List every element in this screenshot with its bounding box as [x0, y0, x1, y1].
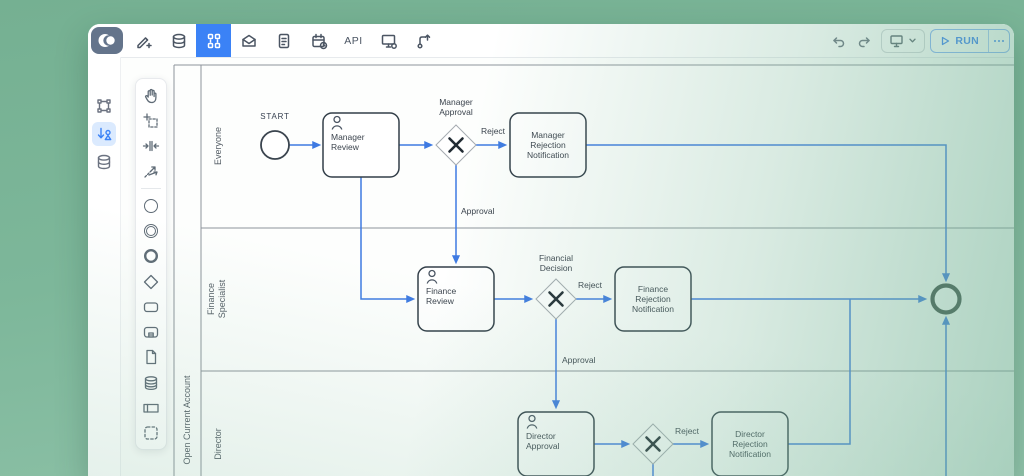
tab-workflow[interactable] — [196, 24, 231, 57]
create-subprocess[interactable] — [140, 323, 162, 342]
run-split-button: RUN — [930, 28, 1010, 53]
more-options-icon — [994, 39, 1004, 42]
intermediate-event-icon — [144, 224, 158, 239]
gateway-icon — [143, 274, 159, 289]
undo-button[interactable] — [827, 30, 849, 52]
end-event[interactable] — [930, 283, 962, 315]
pool-lanes — [173, 64, 1014, 476]
run-button[interactable]: RUN — [931, 30, 988, 52]
undo-icon — [833, 36, 845, 47]
lane-label-everyone: Everyone — [213, 126, 223, 166]
create-data-store[interactable] — [140, 373, 162, 392]
app-window: API — [88, 24, 1014, 476]
app-logo[interactable] — [91, 27, 123, 54]
connector-tool[interactable] — [140, 162, 162, 181]
data-store-icon — [144, 375, 158, 390]
api-text-icon: API — [344, 34, 363, 47]
task-label-director-rejection: Director Rejection Notification — [728, 428, 772, 459]
task-label-manager-rejection: Manager Rejection Notification — [526, 129, 570, 160]
start-event[interactable] — [260, 130, 290, 160]
redo-button[interactable] — [854, 30, 876, 52]
branch-deploy-icon — [416, 33, 430, 49]
start-event-label: START — [260, 112, 290, 121]
group-icon — [144, 426, 158, 440]
tab-deploy[interactable] — [406, 24, 441, 57]
left-sidebar — [88, 57, 121, 476]
sidebar-item-flow[interactable] — [92, 94, 116, 118]
task-label-director-approval: Director Approval — [526, 431, 560, 452]
flow-frame-icon — [97, 99, 111, 113]
gateway-manager-approval[interactable] — [435, 124, 477, 166]
data-object-icon — [146, 350, 157, 365]
display-mode-dropdown[interactable] — [881, 28, 926, 53]
create-data-object[interactable] — [140, 348, 162, 367]
diagram-canvas[interactable]: Open Current Account Everyone Finance Sp… — [120, 57, 1014, 476]
space-tool-icon — [142, 141, 160, 152]
chevron-down-icon — [909, 38, 917, 43]
calendar-clock-icon — [311, 33, 327, 49]
tab-api[interactable]: API — [336, 24, 371, 57]
gateway-label-manager-approval: Manager Approval — [439, 97, 473, 118]
task-label-manager-review: Manager Review — [331, 132, 365, 153]
create-end-event[interactable] — [140, 247, 162, 266]
database-icon — [172, 33, 185, 48]
lane-label-finance-specialist: Finance Specialist — [206, 279, 227, 319]
create-participant[interactable] — [140, 398, 162, 417]
tab-schedule[interactable] — [301, 24, 336, 57]
run-options-button[interactable] — [988, 29, 1009, 52]
lane-label-director: Director — [213, 428, 223, 460]
edge-label-approval-1: Approval — [461, 206, 495, 216]
hand-tool-icon — [144, 88, 157, 103]
task-label-finance-review: Finance Review — [426, 286, 457, 307]
edge-label-reject-1: Reject — [480, 126, 506, 136]
subprocess-icon — [143, 326, 159, 338]
end-event-icon — [143, 249, 159, 264]
logo-icon — [98, 34, 115, 47]
redo-icon — [859, 36, 871, 47]
start-event-icon — [144, 198, 158, 213]
toolbar: API — [88, 24, 1014, 58]
create-intermediate-event[interactable] — [140, 221, 162, 240]
tab-display[interactable] — [371, 24, 406, 57]
play-icon — [942, 36, 950, 45]
space-tool[interactable] — [140, 137, 162, 156]
create-task[interactable] — [140, 297, 162, 316]
monitor-icon — [890, 35, 904, 48]
pencil-plus-icon — [136, 36, 152, 48]
tab-edit[interactable] — [126, 24, 161, 57]
tab-messages[interactable] — [231, 24, 266, 57]
task-label-finance-rejection: Finance Rejection Notification — [631, 283, 675, 314]
task-icon — [143, 302, 159, 313]
run-label: RUN — [955, 34, 979, 47]
connector-tool-icon — [144, 166, 158, 179]
participant-icon — [143, 403, 159, 413]
lasso-tool-icon — [143, 113, 158, 128]
edge-label-approval-2: Approval — [562, 355, 596, 365]
edge-label-reject-2: Reject — [577, 280, 603, 290]
workflow-nodes-icon — [207, 33, 220, 48]
create-group[interactable] — [140, 424, 162, 443]
lasso-tool[interactable] — [140, 111, 162, 130]
gateway-label-financial-decision: Financial Decision — [538, 253, 574, 274]
tool-palette — [135, 78, 167, 450]
tab-data[interactable] — [161, 24, 196, 57]
toolbar-tabs: API — [126, 24, 441, 57]
edge-label-reject-3: Reject — [674, 426, 700, 436]
tab-documents[interactable] — [266, 24, 301, 57]
palette-divider — [141, 188, 161, 190]
toolbar-right: RUN — [827, 28, 1014, 53]
pool-label: Open Current Account — [182, 375, 192, 465]
sort-person-icon — [97, 127, 112, 141]
database-icon — [97, 154, 111, 170]
create-gateway[interactable] — [140, 272, 162, 291]
envelope-icon — [241, 34, 256, 47]
create-start-event[interactable] — [140, 196, 162, 215]
sidebar-item-sort[interactable] — [92, 122, 116, 146]
monitor-settings-icon — [381, 34, 397, 49]
hand-tool[interactable] — [140, 86, 162, 105]
document-icon — [278, 33, 289, 48]
sidebar-item-data[interactable] — [92, 150, 116, 174]
